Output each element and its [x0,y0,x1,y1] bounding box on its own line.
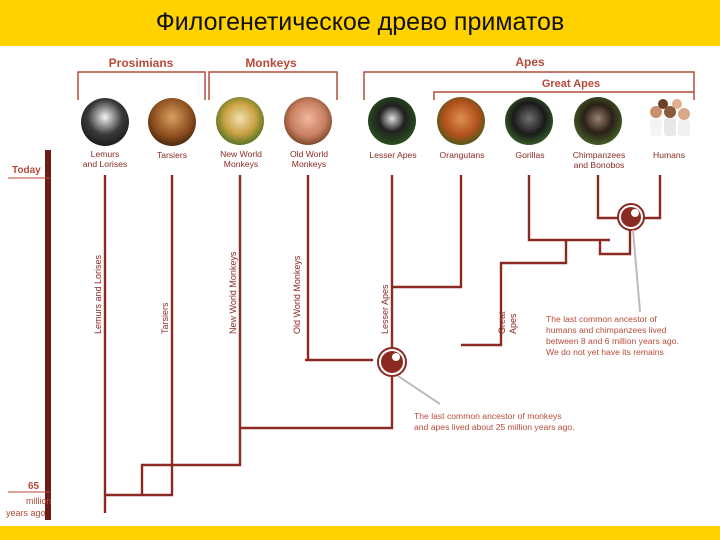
svg-text:and apes lived about 25 millio: and apes lived about 25 million years ag… [414,422,575,432]
prosimians-bracket: Prosimians [77,56,206,100]
mark-65-unit-1: million [26,496,52,506]
gorillas-name: Gorillas [515,150,544,160]
monkeys-label: Monkeys [245,56,297,70]
humans-photo [650,99,690,136]
orangutan-photo [437,97,485,145]
tarsiers-name: Tarsiers [157,150,187,160]
gorilla-photo [505,97,553,145]
mark-65-unit-2: years ago [6,508,46,518]
great-apes-label: Great Apes [542,78,600,90]
chimpanzees-name-1: Chimpanzees [573,150,626,160]
new-world-name-1: New World [220,149,262,159]
branch-new-world-label: New World Monkeys [228,251,238,334]
lemurs-name-2: and Lorises [83,159,127,169]
humans-name: Humans [653,150,685,160]
svg-text:between 8 and 6 million years: between 8 and 6 million years ago. [546,336,679,346]
apes-bracket: Apes [363,55,695,100]
tarsier-photo [148,98,196,146]
new-world-monkey-photo [216,97,264,145]
monkeys-apes-ancestor-marker [377,347,441,405]
great-apes-bracket: Great Apes [433,78,694,100]
humans-chimps-annotation: The last common ancestor of humans and c… [546,314,679,357]
branch-great-apes-label-1: Great [497,311,507,334]
orangutans-name: Orangutans [440,150,485,160]
svg-text:The last common ancestor of: The last common ancestor of [546,314,657,324]
branch-old-world-label: Old World Monkeys [292,255,302,334]
svg-text:humans and chimpanzees lived: humans and chimpanzees lived [546,325,667,335]
monkeys-bracket: Monkeys [208,56,338,100]
humans-chimps-ancestor-marker [617,203,645,313]
apes-label: Apes [515,55,545,69]
title-bar [0,0,720,46]
today-label: Today [12,165,41,176]
prosimians-label: Prosimians [109,56,174,70]
svg-text:We do not yet have its remains: We do not yet have its remains [546,347,664,357]
branch-great-apes-label-2: Apes [508,313,518,334]
old-world-name-1: Old World [290,149,328,159]
chimpanzee-photo [574,97,622,145]
bottom-bar [0,526,720,540]
monkeys-apes-annotation: The last common ancestor of monkeys and … [414,411,575,432]
gibbon-photo [368,97,416,145]
lemurs-name-1: Lemurs [91,149,120,159]
old-world-name-2: Monkeys [292,159,326,169]
branch-lemurs-label: Lemurs and Lorises [93,254,103,334]
tree-branches [103,175,662,513]
branch-tarsiers-label: Tarsiers [160,302,170,334]
svg-text:The last common ancestor of mo: The last common ancestor of monkeys [414,411,562,421]
slide-title: Филогенетическое древо приматов [155,8,565,36]
mark-65-value: 65 [28,481,40,492]
old-world-monkey-photo [284,97,332,145]
lemur-photo [81,98,129,146]
chimpanzees-name-2: and Bonobos [574,160,625,170]
new-world-name-2: Monkeys [224,159,258,169]
branch-lesser-apes-label: Lesser Apes [380,284,390,334]
lesser-apes-name: Lesser Apes [369,150,416,160]
